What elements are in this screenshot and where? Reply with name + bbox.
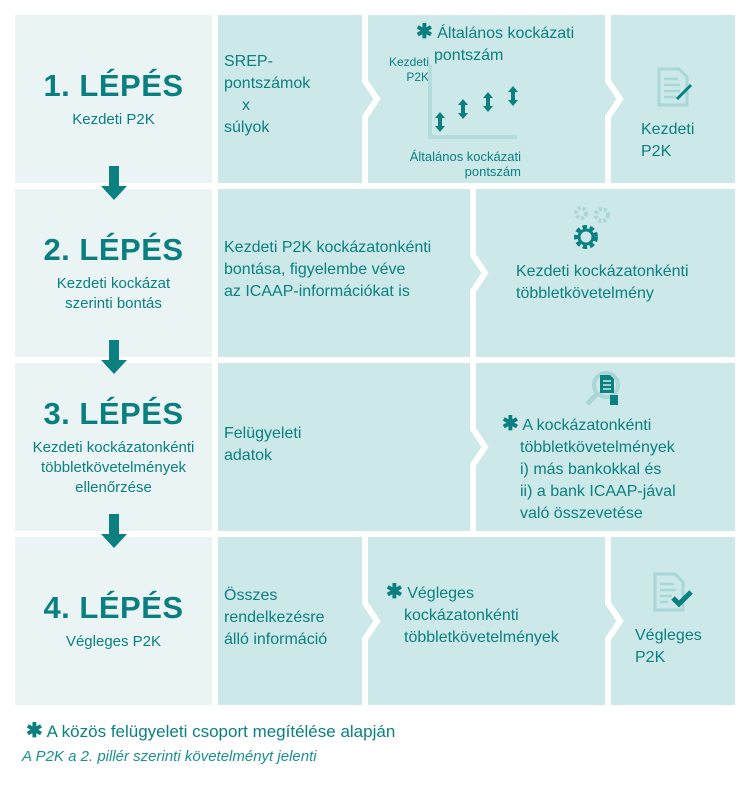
text-line: P2K [641,143,672,160]
text-line: Végleges [635,627,702,644]
arrow-down-icon [101,166,127,200]
row2-output-cell: Kezdeti kockázatonkénti többletkövetelmé… [476,189,735,357]
chart-ylabel: Kezdeti [388,55,429,69]
row2-input-cell: Kezdeti P2K kockázatonkénti bontása, fig… [218,189,476,357]
text-line: súlyok [224,119,270,136]
document-check-icon [653,572,693,612]
text-line: x [242,97,250,114]
text-line: kockázatonkénti [404,607,519,624]
gears-icon [574,206,610,249]
row1-output-cell: Kezdeti P2K [611,15,735,183]
note: A P2K a 2. pillér szerinti követelményt … [22,748,317,765]
step-title: 3. LÉPÉS [43,396,184,431]
arrow-down-icon [101,514,127,548]
asterisk-icon: ✱ [26,720,43,742]
footnote-text: A közös felügyeleti csoport megítélése a… [46,722,396,741]
range-arrow-icon [483,92,493,112]
step-subtitle: Kezdeti kockázat szerinti bontás [56,275,171,312]
text-line: A kockázatonkénti [522,417,652,434]
row3-input-cell: Felügyeleti adatok [218,363,476,531]
text-line: P2K [635,649,666,666]
text-line: rendelkezésre [224,609,325,626]
step-4: 4. LÉPÉS Végleges P2K [15,537,212,705]
text-line: i) más bankokkal és [520,461,662,478]
step-subtitle: Végleges P2K [65,633,162,650]
asterisk-icon: ✱ [386,581,403,603]
range-arrow-icon [458,99,468,119]
step-3: 3. LÉPÉS Kezdeti kockázatonkénti többlet… [15,363,212,531]
scatter-arrows-chart [428,65,518,139]
text-line: többletkövetelmények [520,439,675,456]
chart-title: pontszám [434,47,504,64]
text-line: Kezdeti [641,121,695,138]
step-title: 2. LÉPÉS [43,232,184,267]
chart-xlabel: Általános kockázati [409,149,521,164]
text-line: álló információ [224,631,328,648]
step-title: 1. LÉPÉS [43,68,184,103]
chart-xlabel: pontszám [464,164,521,179]
chart-axes [428,65,517,139]
text-line: való összevetése [520,505,643,522]
text-line: többletkövetelmények [404,629,559,646]
text-line: Kezdeti kockázatonkénti [516,263,689,280]
row1-input-cell: SREP- pontszámok x súlyok [218,15,368,183]
asterisk-icon: ✱ [416,21,433,43]
text-line: adatok [224,447,273,464]
asterisk-icon: ✱ [502,413,519,435]
range-arrow-icon [508,86,518,106]
step-subtitle: Kezdeti kockázatonkénti többletkövetelmé… [32,439,195,496]
range-arrow-icon [435,112,445,132]
text-line: Összes [224,587,278,604]
row4-output-cell: Végleges P2K [611,537,735,705]
text-line: Végleges [407,585,474,602]
footnote: ✱ A közös felügyeleti csoport megítélése… [26,718,395,743]
text-line: Felügyeleti [224,425,302,442]
text-line: ii) a bank ICAAP-jával [520,483,676,500]
text-line: SREP- [224,53,273,70]
step-subtitle: Kezdeti P2K [72,111,155,128]
chart-title: Általános kockázati [437,25,575,42]
chart-ylabel: P2K [406,70,429,84]
text-line: pontszámok [224,75,311,92]
row1-chart-cell: ✱ Általános kockázati pontszám Kezdeti P… [368,15,611,183]
text-line: bontása, figyelembe véve [224,261,406,278]
magnifier-document-icon [585,371,620,406]
step-2: 2. LÉPÉS Kezdeti kockázat szerinti bontá… [15,189,212,357]
text-line: Kezdeti P2K kockázatonkénti [224,239,432,256]
step-title: 4. LÉPÉS [43,590,184,625]
text-line: többletkövetelmény [516,285,654,302]
row4-input-cell: Összes rendelkezésre álló információ [218,537,368,705]
document-pen-icon [657,67,693,107]
step-1: 1. LÉPÉS Kezdeti P2K [15,15,212,183]
arrow-down-icon [101,340,127,374]
text-line: az ICAAP-információkat is [224,283,410,300]
row3-output-cell: ✱ A kockázatonkénti többletkövetelmények… [476,363,735,531]
row4-middle-cell: ✱ Végleges kockázatonkénti többletkövete… [368,537,611,705]
